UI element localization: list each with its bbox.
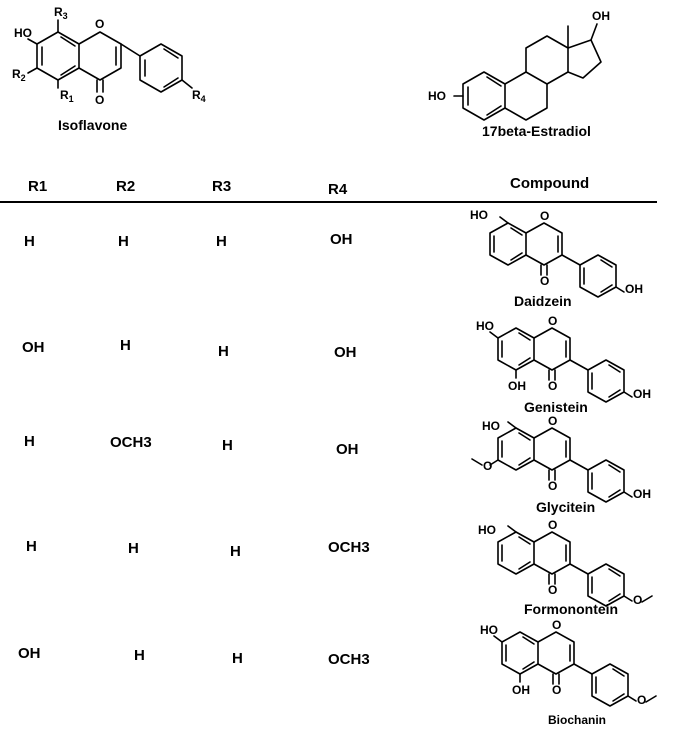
atom-label-keto-o: O <box>548 583 557 597</box>
atom-label-oh: OH <box>633 487 651 501</box>
cell-r1: H <box>26 538 37 555</box>
cell-r1: OH <box>18 645 41 662</box>
isoflavone-structure: HO O O R3 R2 R1 R4 <box>12 5 206 107</box>
compound-name: Genistein <box>524 399 588 415</box>
table-header: R1 R2 R3 R4 Compound <box>28 175 589 198</box>
cell-r4: OCH3 <box>328 539 370 556</box>
compound-name: Biochanin <box>548 713 606 727</box>
cell-r1: OH <box>22 339 45 356</box>
header-r1: R1 <box>28 178 47 195</box>
ring-a <box>462 71 506 121</box>
table-row: H H H OH HO O O OH Daidzein <box>24 208 643 309</box>
compound-structure-biochanin <box>493 631 657 707</box>
estradiol-name: 17beta-Estradiol <box>482 123 591 139</box>
atom-label-keto-o: O <box>552 683 561 697</box>
atom-label-oh-5: OH <box>508 379 526 393</box>
isoflavone-name: Isoflavone <box>58 117 127 133</box>
atom-label-ring-o: O <box>548 518 557 532</box>
cell-r2: H <box>134 647 145 664</box>
header-r4: R4 <box>328 181 348 198</box>
atom-label-keto-o: O <box>540 274 549 288</box>
atom-label-oh-5: OH <box>512 683 530 697</box>
atom-label-ring-o: O <box>95 17 104 31</box>
table-row: OH H H OH HO O OH O OH Genistein <box>22 314 651 415</box>
cell-r1: H <box>24 233 35 250</box>
compound-name: Daidzein <box>514 293 572 309</box>
cell-r4: OH <box>336 441 359 458</box>
compound-structure-formonontein <box>497 525 653 607</box>
cell-r2: H <box>128 540 139 557</box>
ring-c <box>525 35 569 85</box>
atom-label-ho: HO <box>476 319 494 333</box>
cell-r2: H <box>118 233 129 250</box>
ring-b <box>139 43 183 93</box>
cell-r1: H <box>24 433 35 450</box>
table-row: H OCH3 H OH HO O O O OH Glycitein <box>24 414 651 515</box>
atom-label-ho: HO <box>482 419 500 433</box>
cell-r3: H <box>230 543 241 560</box>
atom-label-r3: R3 <box>54 5 68 21</box>
table-row: OH H H OCH3 HO O OH O O Biochanin <box>18 618 657 727</box>
atom-label-ring-o: O <box>548 314 557 328</box>
cell-r2: OCH3 <box>110 434 152 451</box>
cell-r4: OH <box>330 231 353 248</box>
compound-structure-daidzein <box>489 216 625 298</box>
table-row: H H H OCH3 HO O O O Formonontein <box>26 518 653 617</box>
compound-name: Formonontein <box>524 601 618 617</box>
atom-label-oh: OH <box>633 387 651 401</box>
atom-label-ho: HO <box>480 623 498 637</box>
atom-label-r4: R4 <box>192 88 206 104</box>
atom-label-r1: R1 <box>60 88 74 104</box>
ring-a <box>36 31 80 81</box>
atom-label-ring-o: O <box>548 414 557 428</box>
cell-r3: H <box>216 233 227 250</box>
compound-structure-glycitein <box>471 421 633 503</box>
atom-label-ring-o: O <box>552 618 561 632</box>
atom-label-oh: OH <box>625 282 643 296</box>
header-r2: R2 <box>116 178 135 195</box>
header-compound: Compound <box>510 175 589 192</box>
cell-r3: H <box>222 437 233 454</box>
compound-name: Glycitein <box>536 499 595 515</box>
header-r3: R3 <box>212 178 231 195</box>
atom-label-keto-o: O <box>95 93 104 107</box>
atom-label-ring-o: O <box>540 209 549 223</box>
cell-r4: OH <box>334 344 357 361</box>
cell-r4: OCH3 <box>328 651 370 668</box>
atom-label-ho: HO <box>14 26 32 40</box>
atom-label-oh: OH <box>592 9 610 23</box>
cell-r2: H <box>120 337 131 354</box>
cell-r3: H <box>232 650 243 667</box>
cell-r3: H <box>218 343 229 360</box>
ring-d <box>567 39 602 79</box>
ring-b <box>504 71 548 121</box>
atom-label-ho: HO <box>470 208 488 222</box>
atom-label-keto-o: O <box>548 379 557 393</box>
atom-label-ho: HO <box>428 89 446 103</box>
atom-label-r2: R2 <box>12 67 26 83</box>
atom-label-keto-o: O <box>548 479 557 493</box>
atom-label-methoxy-o: O <box>633 593 642 607</box>
compound-structure-genistein <box>489 327 633 403</box>
atom-label-ho: HO <box>478 523 496 537</box>
estradiol-structure: HO OH <box>428 9 610 121</box>
atom-label-methoxy-o: O <box>483 459 492 473</box>
ring-c <box>78 31 122 81</box>
atom-label-methoxy-o: O <box>637 693 646 707</box>
